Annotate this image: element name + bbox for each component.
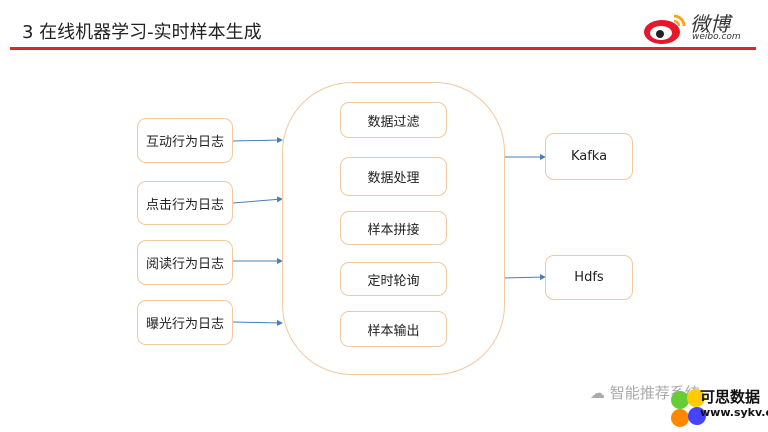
step-box: 数据处理 (340, 157, 447, 196)
input-box: 曝光行为日志 (137, 300, 233, 345)
output-kafka: Kafka (545, 133, 633, 180)
wechat-icon: ☁ (590, 384, 610, 402)
arrow-input-4 (232, 319, 283, 326)
step-box: 定时轮询 (340, 262, 447, 296)
weibo-eye-icon (644, 14, 686, 44)
arrow-input-2 (232, 196, 283, 204)
step-box: 样本拼接 (340, 211, 447, 245)
brand-watermark: 可思数据 (700, 388, 761, 406)
arrow-input-1 (232, 137, 283, 144)
step-box: 数据过滤 (340, 102, 447, 138)
weibo-logo: 微博 weibo.com (640, 10, 760, 46)
arrow-output-hdfs (504, 274, 546, 281)
title-divider (10, 47, 756, 50)
input-box: 点击行为日志 (137, 181, 233, 225)
site-watermark: www.sykv.com (700, 406, 768, 419)
step-box: 样本输出 (340, 311, 447, 347)
input-box: 阅读行为日志 (137, 240, 233, 285)
weibo-logo-text: 微博 (690, 12, 730, 36)
output-hdfs: Hdfs (545, 255, 633, 300)
slide-title: 3 在线机器学习-实时样本生成 (22, 22, 262, 43)
processing-container (282, 82, 505, 375)
weibo-logo-url: weibo.com (692, 32, 741, 42)
input-box: 互动行为日志 (137, 118, 233, 163)
